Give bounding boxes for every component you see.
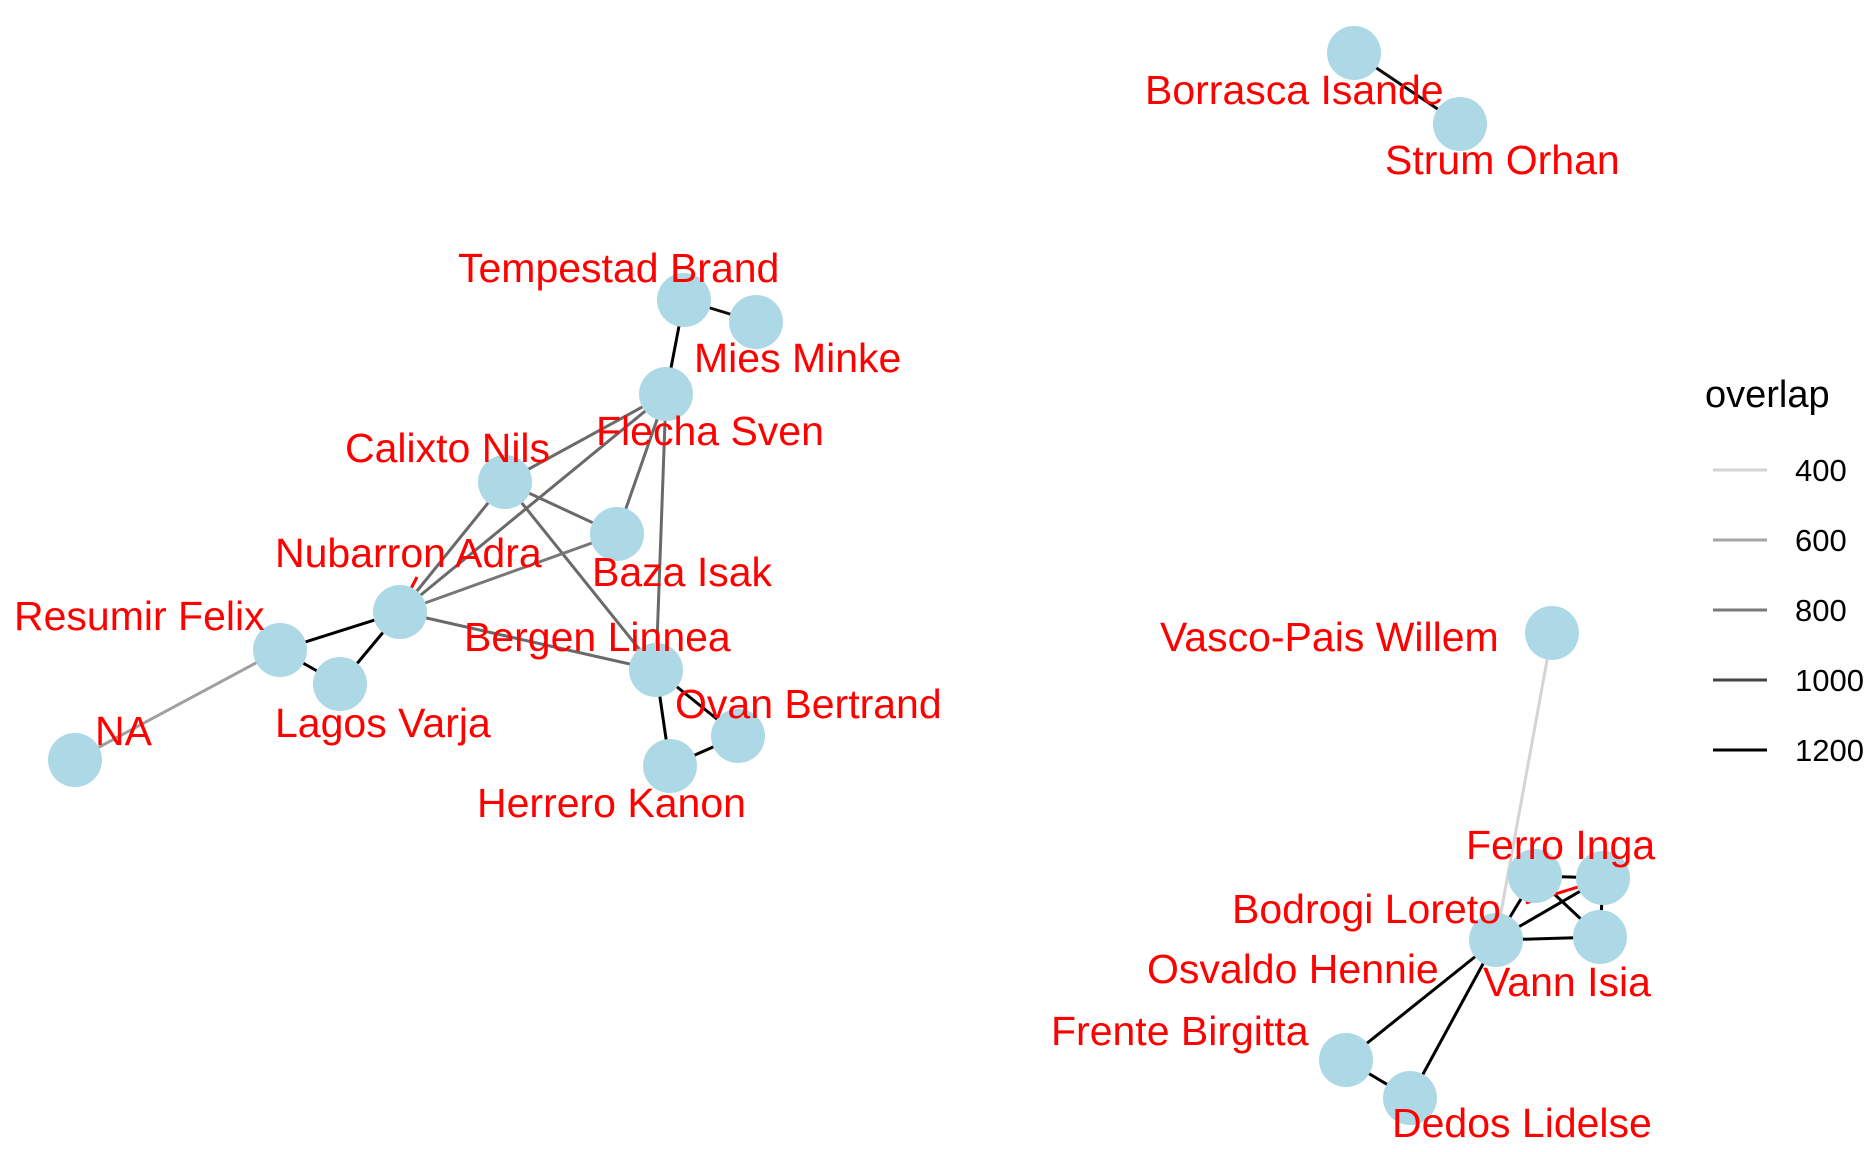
node-herrero <box>643 739 697 793</box>
legend-items: 400 600 800 1000 1200 <box>1713 453 1864 768</box>
node-label-mies: Mies Minke <box>694 335 901 381</box>
legend-title: overlap <box>1705 374 1830 416</box>
node-label-ferro: Ferro Inga <box>1466 822 1655 868</box>
node-vann <box>1573 910 1627 964</box>
node-label-na: NA <box>95 708 153 754</box>
legend-label-600: 600 <box>1795 523 1847 558</box>
node-borrasca <box>1327 26 1381 80</box>
node-calixto <box>478 455 532 509</box>
node-label-osvaldo: Osvaldo Hennie <box>1147 946 1439 992</box>
node-tempestad <box>657 273 711 327</box>
node-osvaldo <box>1469 913 1523 967</box>
legend-label-1000: 1000 <box>1795 663 1864 698</box>
edge-osvaldo-frente <box>1345 938 1497 1062</box>
node-baza <box>590 507 644 561</box>
node-label-vasco: Vasco-Pais Willem <box>1160 614 1499 660</box>
node-label-strum: Strum Orhan <box>1385 137 1620 183</box>
legend: overlap 400 600 800 1000 1200 <box>1705 374 1864 768</box>
edge-nubarron-bergen <box>399 610 657 672</box>
node-strum <box>1433 97 1487 151</box>
node-na <box>48 733 102 787</box>
node-label-calixto: Calixto Nils <box>345 425 550 471</box>
legend-label-800: 800 <box>1795 593 1847 628</box>
node-label-bodrogi: Bodrogi Loreto <box>1232 886 1501 932</box>
node-ovan <box>711 709 765 763</box>
node-label-resumir: Resumir Felix <box>14 593 265 639</box>
node-ferro <box>1508 849 1562 903</box>
legend-label-1200: 1200 <box>1795 733 1864 768</box>
node-lagos <box>313 657 367 711</box>
legend-label-400: 400 <box>1795 453 1847 488</box>
node-label-vann: Vann Isia <box>1483 959 1651 1005</box>
node-label-herrero: Herrero Kanon <box>477 780 746 826</box>
node-mies <box>729 295 783 349</box>
node-bodrogi <box>1576 851 1630 905</box>
node-nubarron <box>373 585 427 639</box>
node-label-frente: Frente Birgitta <box>1051 1008 1309 1054</box>
node-label-flecha: Flecha Sven <box>596 408 824 454</box>
edge-flecha-calixto <box>504 392 667 484</box>
node-flecha <box>639 367 693 421</box>
edge-calixto-bergen <box>503 481 658 671</box>
node-dedos <box>1383 1071 1437 1125</box>
node-label-nubarron: Nubarron Adra <box>275 530 542 576</box>
node-label-borrasca: Borrasca Isande <box>1145 67 1444 113</box>
edge-vasco-osvaldo <box>1494 632 1554 941</box>
edge-baza-nubarron <box>399 532 618 614</box>
edge-resumir-na <box>74 648 281 762</box>
node-bergen <box>629 643 683 697</box>
edge-flecha-bergen <box>654 393 668 671</box>
node-label-bergen: Bergen Linnea <box>464 614 731 660</box>
edge-osvaldo-dedos <box>1408 939 1498 1099</box>
node-vasco <box>1525 606 1579 660</box>
nodes-layer <box>48 26 1630 1125</box>
node-resumir <box>253 623 307 677</box>
node-label-dedos: Dedos Lidelse <box>1392 1100 1652 1146</box>
node-label-lagos: Lagos Varja <box>275 700 491 746</box>
node-label-ovan: Ovan Bertrand <box>675 681 942 727</box>
edge-calixto-nubarron <box>398 481 507 613</box>
node-frente <box>1319 1033 1373 1087</box>
node-label-tempestad: Tempestad Brand <box>458 245 779 291</box>
edge-flecha-nubarron <box>399 392 667 614</box>
node-label-baza: Baza Isak <box>592 549 773 595</box>
